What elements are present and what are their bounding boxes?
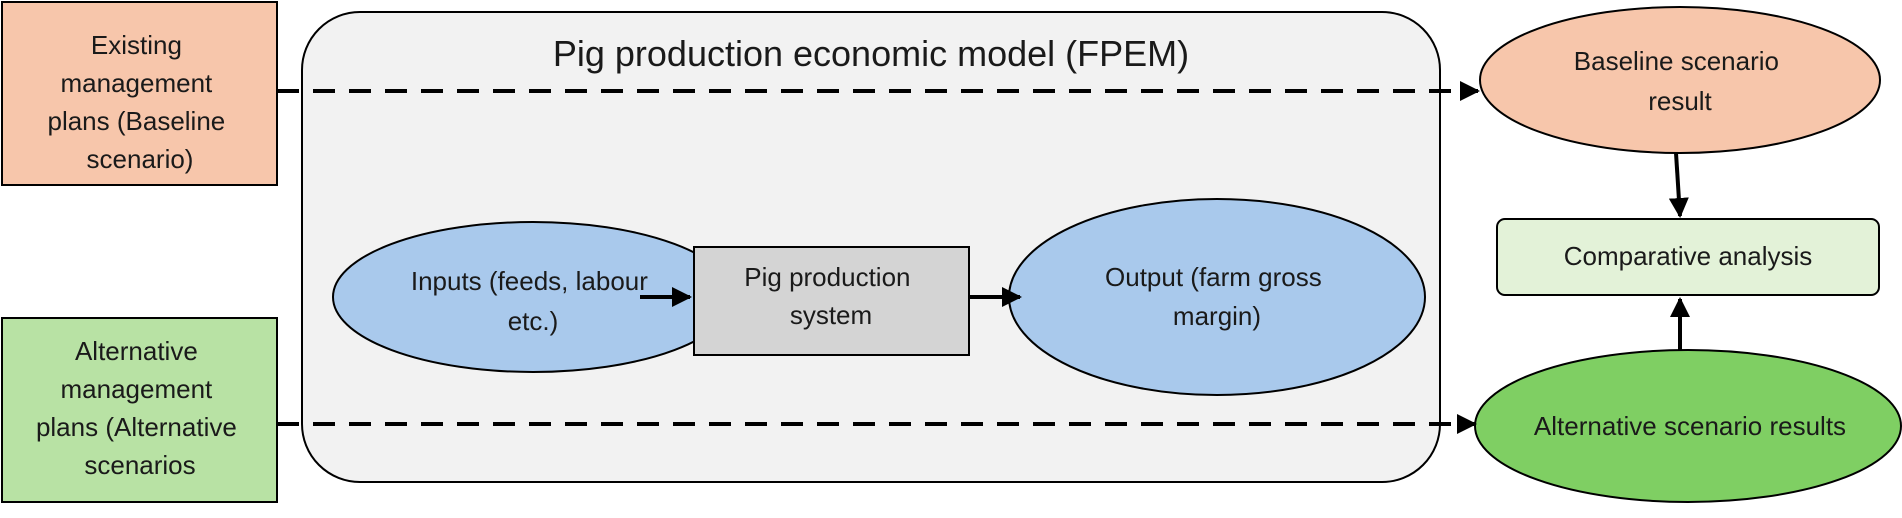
model-title: Pig production economic model (FPEM) — [553, 33, 1189, 74]
output-node — [1008, 198, 1426, 396]
alternative-plans-label: Alternative management plans (Alternativ… — [36, 336, 244, 480]
alternative-plans-box — [1, 317, 278, 503]
baseline-result-node — [1479, 6, 1881, 154]
comparative-analysis-label: Comparative analysis — [1564, 241, 1813, 271]
existing-plans-label: Existing management plans (Baseline scen… — [47, 30, 232, 174]
inputs-label: Inputs (feeds, labour etc.) — [411, 266, 655, 336]
comparative-analysis-node — [1496, 218, 1880, 296]
output-label: Output (farm gross margin) — [1105, 262, 1329, 331]
arrow-baseline-to-analysis — [1668, 152, 1689, 218]
process-node — [693, 246, 970, 356]
process-label: Pig production system — [744, 262, 917, 330]
alternative-result-label: Alternative scenario results — [1534, 411, 1846, 441]
existing-plans-box — [1, 1, 278, 186]
baseline-result-label: Baseline scenario result — [1574, 46, 1786, 116]
